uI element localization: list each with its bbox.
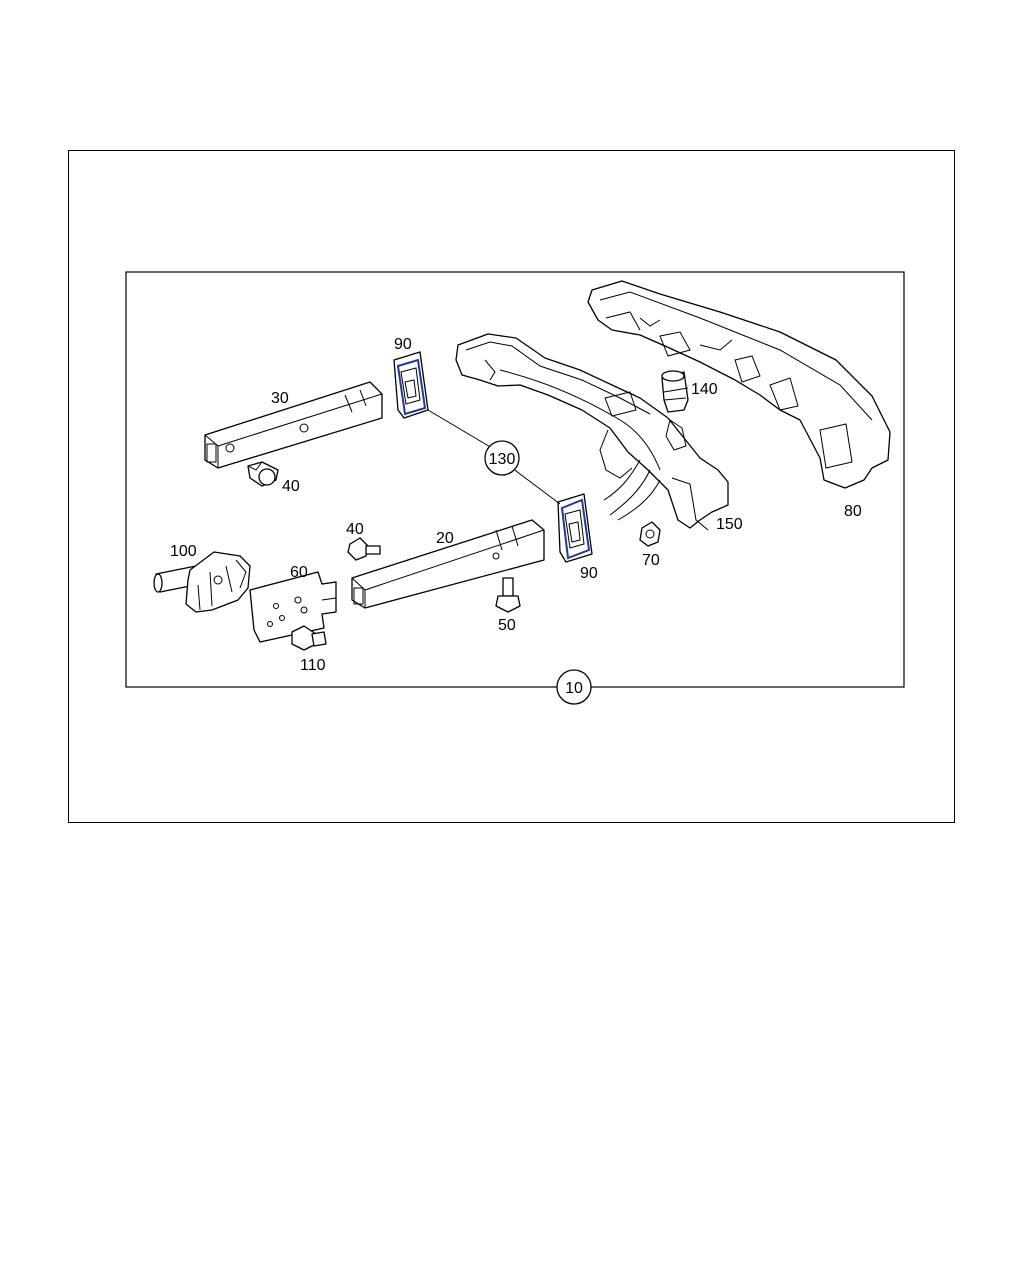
callout-130: 130: [484, 440, 520, 476]
callout-80: 80: [844, 503, 862, 520]
callout-20: 20: [436, 530, 454, 547]
leader-130-lower: [511, 467, 561, 505]
assembly-frame: [125, 271, 905, 688]
callout-40-upper: 40: [282, 478, 300, 495]
part-20-lower-tube[interactable]: [351, 519, 545, 609]
part-50-bolt[interactable]: [495, 577, 521, 613]
callout-90-upper: 90: [394, 336, 412, 353]
part-100-coupling[interactable]: [153, 551, 251, 613]
part-60-mounting-plate[interactable]: [249, 571, 337, 643]
outer-frame: [68, 150, 955, 823]
callout-30: 30: [271, 390, 289, 407]
callout-50: 50: [498, 617, 516, 634]
part-40-bolt-lower[interactable]: [347, 537, 381, 561]
part-90-seal-upper[interactable]: [393, 351, 429, 419]
callout-150: 150: [716, 516, 743, 533]
callout-110: 110: [300, 657, 326, 674]
part-70-nut[interactable]: [639, 521, 661, 547]
callout-140: 140: [691, 381, 718, 398]
part-40-bolt-upper[interactable]: [247, 461, 279, 487]
part-110-bolt[interactable]: [291, 625, 327, 651]
part-150-crossmember[interactable]: [455, 333, 729, 531]
svg-text:130: 130: [489, 451, 516, 468]
part-90-seal-lower[interactable]: [557, 493, 593, 563]
callout-100: 100: [170, 543, 197, 560]
part-80-bumper-bar[interactable]: [587, 280, 891, 489]
callout-60: 60: [290, 564, 308, 581]
callout-40-lower: 40: [346, 521, 364, 538]
callout-70: 70: [642, 552, 660, 569]
part-30-upper-tube[interactable]: [204, 381, 383, 469]
callout-10: 10: [556, 669, 592, 705]
leader-130-upper: [427, 409, 493, 449]
svg-text:10: 10: [565, 680, 583, 697]
part-140-socket[interactable]: [661, 370, 689, 413]
callout-90-lower: 90: [580, 565, 598, 582]
